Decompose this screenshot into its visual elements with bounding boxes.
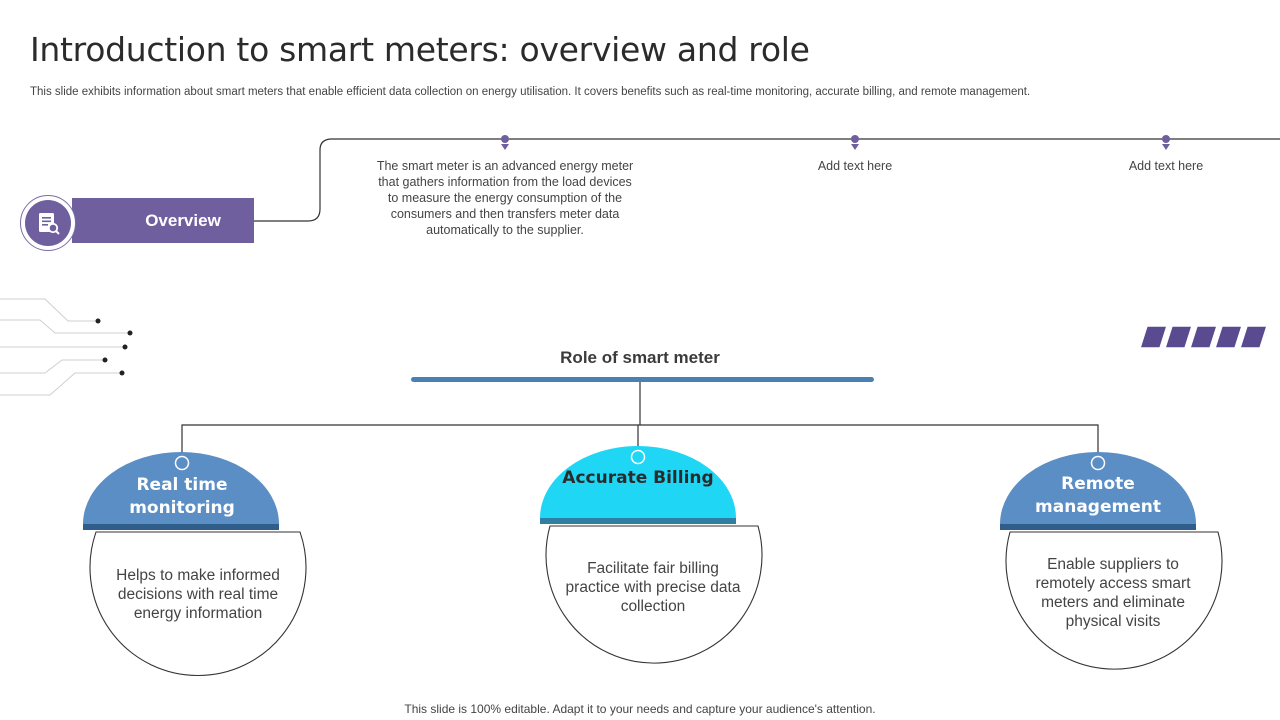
role-title-3: Remote management [1035, 474, 1161, 517]
timeline-text-2: Add text here [817, 159, 893, 173]
role-card-3 [1000, 452, 1223, 670]
role-text-3: Enable suppliers to remotely access smar… [1035, 556, 1191, 630]
document-magnifier-icon [25, 200, 71, 246]
role-title-1: Real time monitoring [129, 475, 235, 518]
parallelogram-decoration [1138, 325, 1269, 349]
page-title: Introduction to smart meters: overview a… [30, 30, 810, 69]
role-title-2: Accurate Billing [562, 468, 714, 488]
role-underline-bar [411, 377, 874, 382]
role-section-title: Role of smart meter [560, 348, 720, 367]
overview-label: Overview [145, 210, 221, 230]
timeline-marker-1 [501, 135, 509, 150]
timeline-text-1: The smart meter is an advanced energy me… [376, 159, 634, 237]
role-text-1: Helps to make informed decisions with re… [116, 567, 280, 622]
timeline-marker-2 [851, 135, 859, 150]
page-subtitle: This slide exhibits information about sm… [30, 86, 1031, 98]
timeline-line [254, 138, 1280, 222]
timeline-marker-3 [1162, 135, 1170, 150]
role-card-2 [540, 446, 763, 664]
role-text-2: Facilitate fair billing practice with pr… [565, 560, 741, 615]
footer-note: This slide is 100% editable. Adapt it to… [404, 702, 876, 716]
circuit-decoration [0, 298, 130, 396]
role-card-1 [83, 452, 307, 677]
circuit-dots [95, 318, 133, 376]
overview-badge: Overview [72, 198, 254, 243]
timeline-text-3: Add text here [1128, 159, 1204, 173]
